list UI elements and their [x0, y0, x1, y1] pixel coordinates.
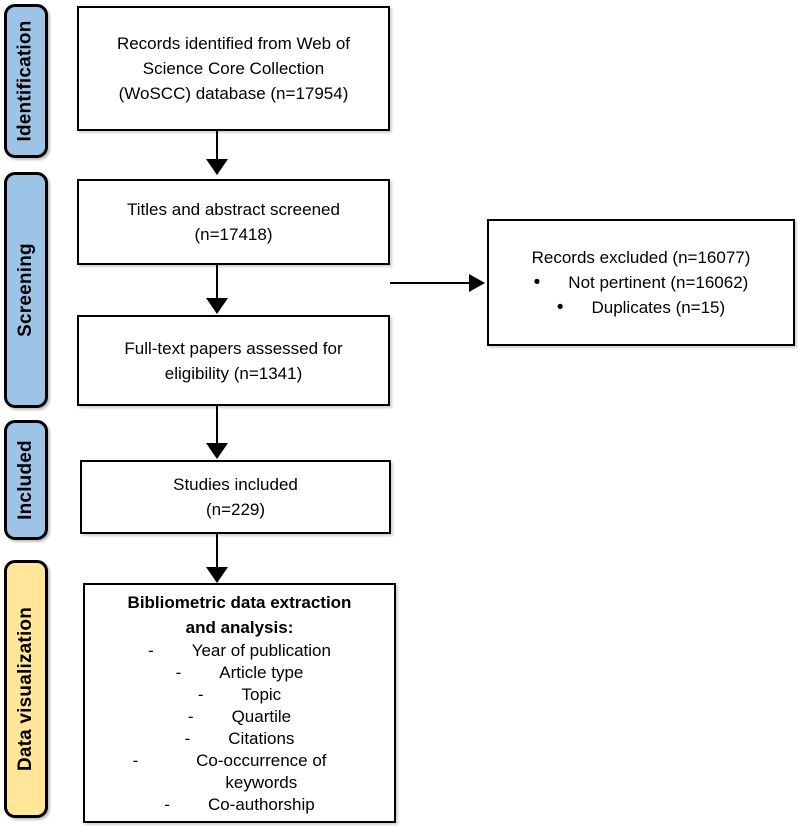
bibliometric-item-text: Co-occurrence of keywords [196, 751, 327, 792]
box-fulltext-assessed: Full-text papers assessed for eligibilit… [77, 315, 390, 406]
bibliometric-item: - Co-occurrence of keywords [85, 750, 394, 794]
dash-icon: - [132, 751, 139, 770]
bibliometric-item: - Article type [85, 662, 394, 684]
arrow-to-excluded-line [390, 282, 469, 284]
stage-included: Included [4, 420, 48, 540]
bibliometric-item-text: Citations [228, 729, 295, 748]
excluded-bullet-text: Not pertinent (n=16062) [568, 273, 749, 292]
dash-icon: - [197, 685, 204, 704]
arrow-included-to-biblio-head [206, 567, 228, 583]
arrow-screened-to-fulltext-head [206, 298, 228, 314]
excluded-bullet-item: • Not pertinent (n=16062) [489, 270, 793, 295]
bibliometric-item: - Quartile [85, 706, 394, 728]
box-fulltext-assessed-line: Full-text papers assessed for [124, 338, 343, 358]
bibliometric-item-text: Year of publication [191, 641, 331, 660]
excluded-bullet-item: • Duplicates (n=15) [489, 295, 793, 320]
box-records-identified-line: Science Core Collection [142, 59, 325, 78]
arrow-identified-to-screened-head [206, 159, 228, 175]
arrow-fulltext-to-included-head [206, 443, 228, 459]
stage-included-label: Included [15, 440, 36, 520]
dash-icon: - [175, 663, 182, 682]
box-fulltext-assessed-line: eligibility (n=1341) [164, 363, 303, 383]
box-studies-included-line: (n=229) [205, 500, 266, 519]
bibliometric-item: - Topic [85, 684, 394, 706]
bullet-icon: • [533, 272, 541, 293]
bibliometric-item-text: Co-authorship [207, 795, 315, 814]
box-studies-included: Studies included (n=229) [80, 460, 391, 534]
dash-icon: - [148, 641, 154, 660]
stage-identification: Identification [4, 4, 48, 158]
arrow-identified-to-screened-line [216, 131, 218, 159]
bibliometric-item-text: Topic [241, 685, 282, 704]
box-bibliometric-title-line: and analysis: [185, 618, 294, 637]
dash-icon: - [164, 795, 170, 814]
box-studies-included-line: Studies included [173, 475, 298, 494]
bibliometric-item: - Year of publication [85, 640, 394, 662]
bibliometric-item-text: Article type [219, 663, 304, 682]
stage-data-visualization: Data visualization [4, 560, 48, 818]
bibliometric-item: - Co-authorship [85, 794, 394, 816]
stage-screening-label: Screening [15, 243, 37, 337]
dash-icon: - [184, 729, 191, 748]
box-records-identified: Records identified from Web of Science C… [77, 6, 390, 131]
bullet-icon: • [556, 297, 564, 318]
box-bibliometric-analysis: Bibliometric data extraction and analysi… [83, 583, 396, 823]
box-titles-screened: Titles and abstract screened (n=17418) [77, 179, 390, 265]
stage-screening: Screening [4, 172, 48, 408]
dash-icon: - [187, 707, 194, 726]
arrow-included-to-biblio-line [216, 534, 218, 567]
box-titles-screened-line: (n=17418) [194, 225, 273, 244]
box-records-identified-line: Records identified from Web of [116, 34, 351, 53]
excluded-bullet-text: Duplicates (n=15) [591, 298, 726, 317]
arrow-to-excluded-head [469, 274, 485, 292]
stage-identification-label: Identification [15, 20, 36, 142]
box-records-identified-line: (WoSCC) database (n=17954) [118, 84, 349, 103]
box-bibliometric-title-line: Bibliometric data extraction [127, 593, 352, 612]
stage-data-visualization-label: Data visualization [15, 606, 36, 772]
bibliometric-item: - Citations [85, 728, 394, 750]
box-records-excluded: Records excluded (n=16077) • Not pertine… [487, 219, 795, 346]
box-records-excluded-title: Records excluded (n=16077) [531, 248, 751, 267]
arrow-fulltext-to-included-line [216, 406, 218, 443]
box-titles-screened-line: Titles and abstract screened [127, 200, 340, 219]
arrow-screened-to-fulltext-line [216, 265, 218, 298]
bibliometric-item-text: Quartile [231, 707, 292, 726]
